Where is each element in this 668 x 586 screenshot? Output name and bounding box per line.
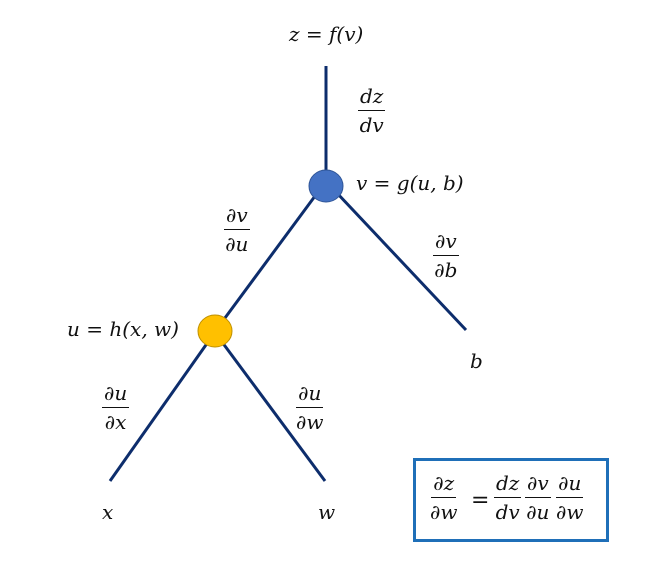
formula-term-num: dz — [494, 472, 522, 498]
formula-equals: = — [471, 488, 490, 513]
formula-term-den: ∂u — [526, 500, 550, 524]
formula-lhs: ∂z ∂w — [430, 472, 457, 524]
formula-lhs-num: ∂z — [431, 472, 457, 498]
edge-label-dv-db: ∂v ∂b — [433, 230, 459, 282]
node-u-circle — [197, 314, 233, 348]
formula-term-num: ∂v — [525, 472, 551, 498]
edge-v-u — [220, 191, 320, 323]
node-v-circle — [308, 169, 344, 203]
node-v-label: v = g(u, b) — [356, 171, 464, 195]
node-u-label: u = h(x, w) — [67, 317, 179, 341]
edge-label-den: ∂u — [225, 232, 249, 256]
edge-label-dv-du: ∂v ∂u — [224, 204, 250, 256]
formula-rhs-term: dz dv — [494, 472, 522, 524]
node-z-label: z = f(v) — [289, 22, 364, 46]
node-x-label: x — [102, 500, 114, 524]
edge-label-num: dz — [358, 85, 386, 111]
edge-u-w — [220, 341, 327, 482]
edge-label-num: ∂u — [296, 382, 324, 408]
node-b-label: b — [470, 349, 483, 373]
formula-term-num: ∂u — [556, 472, 584, 498]
node-w-label: w — [318, 500, 336, 524]
edge-label-dz-dv: dz dv — [358, 85, 386, 137]
formula-term-den: ∂w — [556, 500, 584, 524]
edge-v-b — [334, 190, 468, 332]
edge-label-den: ∂w — [296, 410, 324, 434]
formula-term-den: dv — [495, 500, 520, 524]
edge-label-den: ∂b — [434, 258, 458, 282]
edge-u-x — [108, 341, 210, 482]
formula-rhs-term: ∂u ∂w — [556, 472, 583, 524]
edge-label-du-dx: ∂u ∂x — [102, 382, 130, 434]
edge-label-den: dv — [359, 113, 384, 137]
formula-rhs-term: ∂v ∂u — [525, 472, 551, 524]
edge-label-den: ∂x — [104, 410, 127, 434]
edge-label-du-dw: ∂u ∂w — [296, 382, 323, 434]
edge-label-num: ∂v — [224, 204, 250, 230]
edge-label-num: ∂u — [102, 382, 130, 408]
chain-rule-formula-box: ∂z ∂w = dz dv ∂v ∂u ∂u ∂w — [413, 458, 609, 542]
edge-label-num: ∂v — [433, 230, 459, 256]
formula-lhs-den: ∂w — [430, 500, 458, 524]
